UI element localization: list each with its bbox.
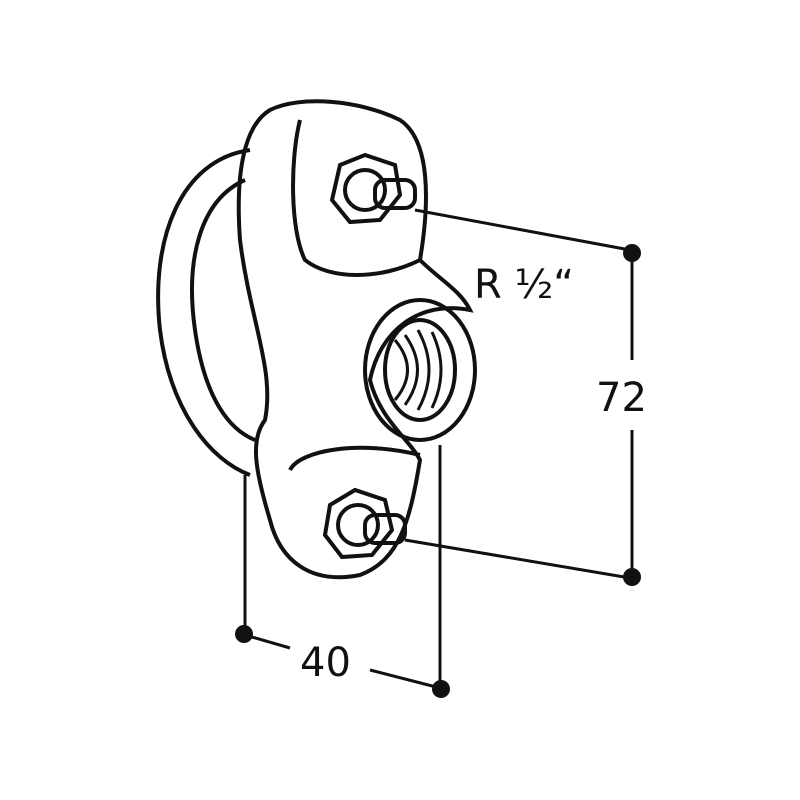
clamp-ring [156,148,256,477]
height-dimension-label: 72 [596,375,647,421]
threaded-outlet [363,298,477,442]
clamp-body [236,99,474,580]
thread-label: R ½“ [474,262,574,308]
width-dimension-label: 40 [300,640,351,686]
top-bolt [329,152,417,225]
bottom-bolt [322,487,407,560]
dimension-lines [243,208,634,690]
dimension-points [235,244,641,698]
